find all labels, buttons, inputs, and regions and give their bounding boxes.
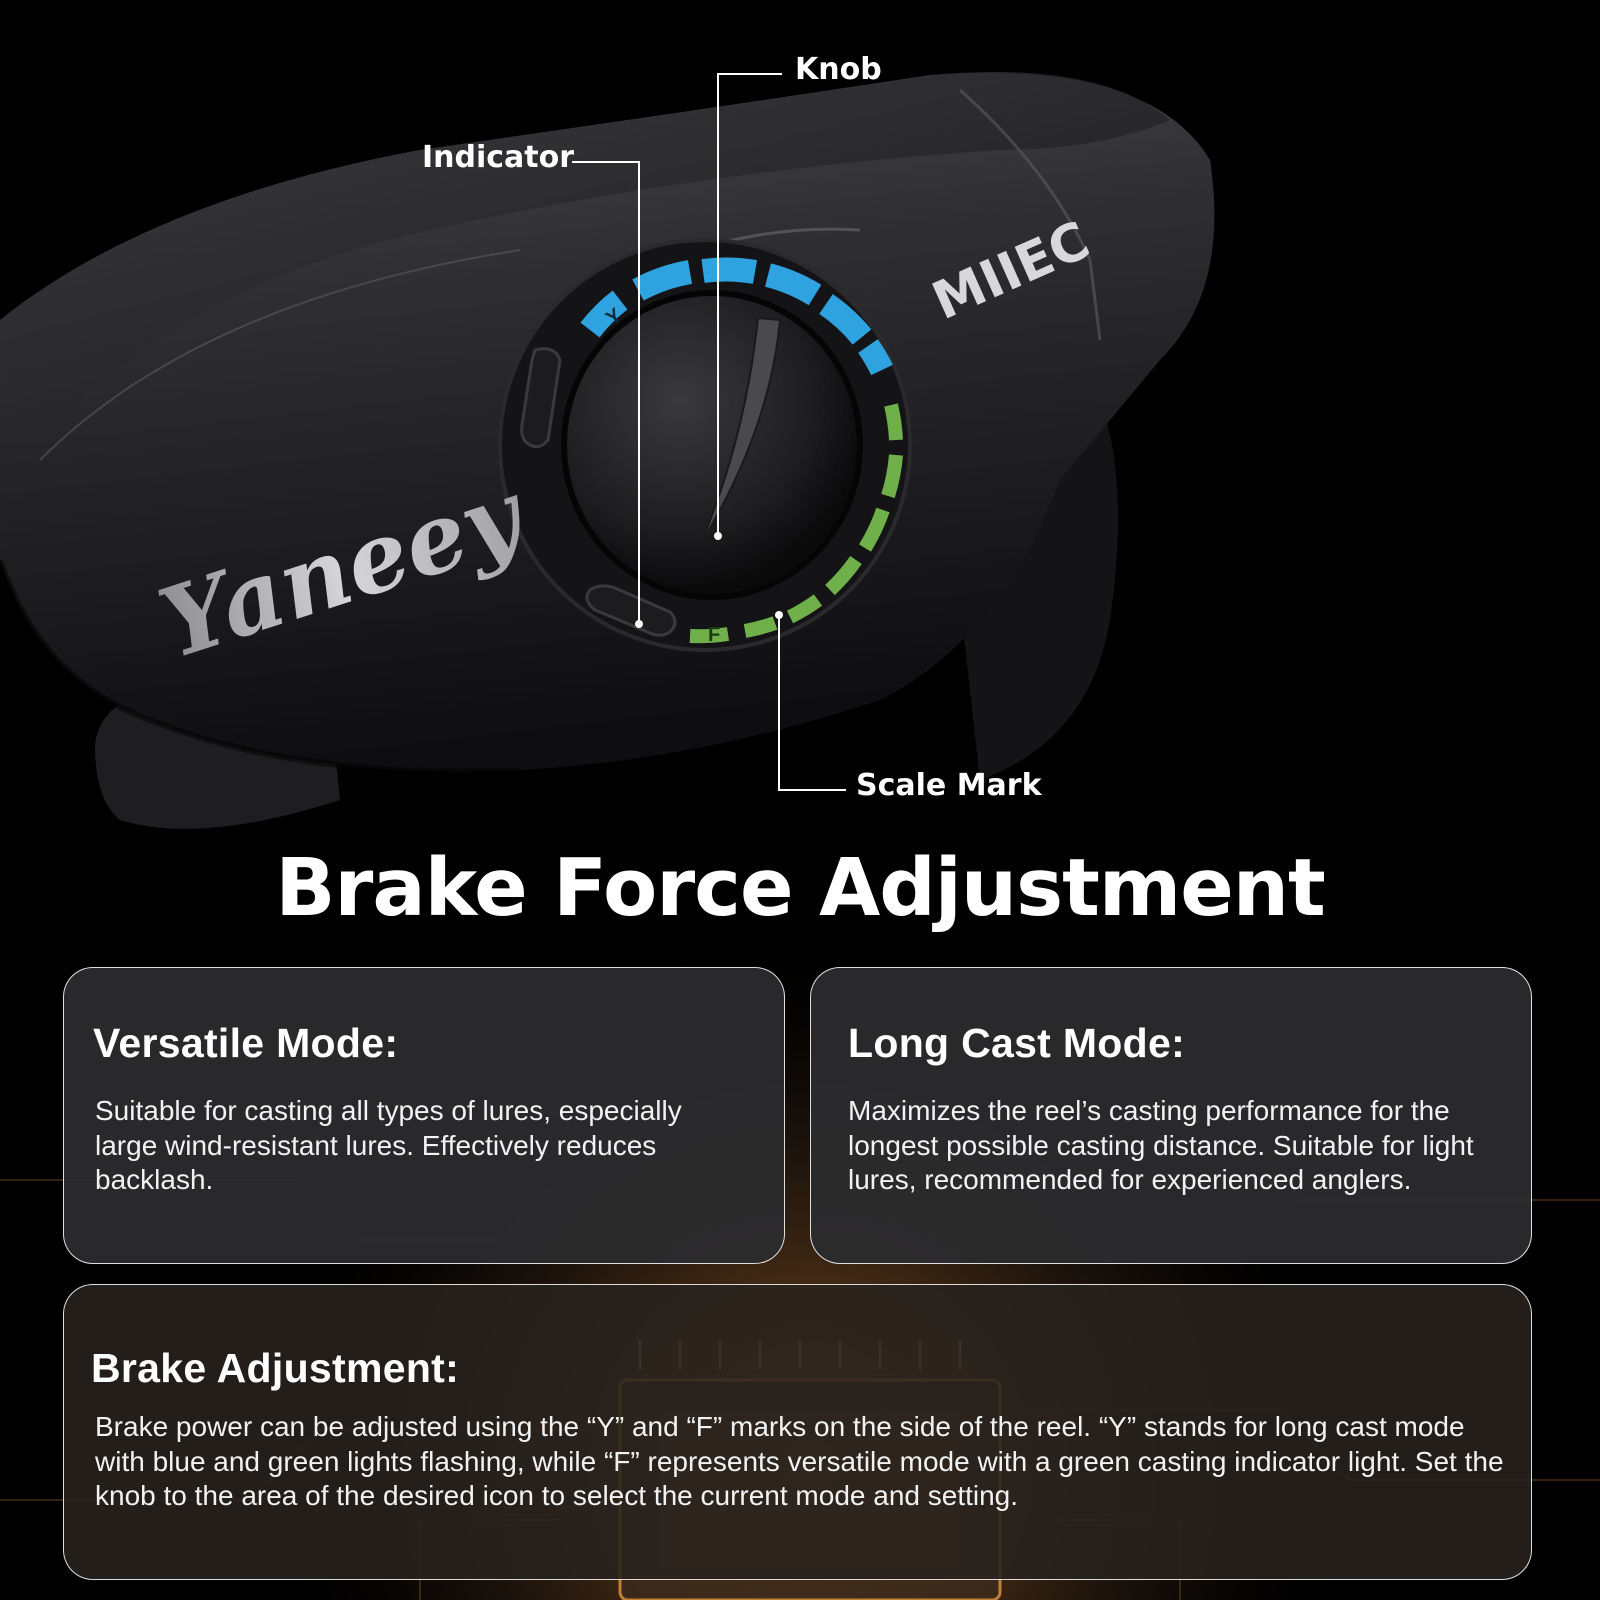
knob-callout: Knob: [795, 52, 882, 87]
indicator-leader: [572, 161, 640, 624]
scale-mark-leader-dot: [775, 611, 783, 619]
brake-dial: Y F: [498, 238, 912, 652]
scale-mark-callout: Scale Mark: [856, 768, 1042, 803]
versatile-mode-text: Suitable for casting all types of lures,…: [95, 1095, 682, 1195]
indicator-callout: Indicator: [422, 140, 575, 175]
scale-mark-blue: [580, 257, 893, 376]
callout-lines: [572, 73, 846, 791]
long-cast-mode-title: Long Cast Mode:: [848, 1020, 1186, 1066]
scale-mark-green: [689, 403, 903, 644]
brake-adjustment-title: Brake Adjustment:: [91, 1345, 460, 1391]
brake-adjustment-card: Brake Adjustment: Brake power can be adj…: [63, 1284, 1532, 1580]
indicator-light: [585, 584, 677, 637]
dial-mark-f: F: [708, 624, 720, 646]
knob-leader-dot: [714, 532, 722, 540]
long-cast-mode-text: Maximizes the reel’s casting performance…: [848, 1095, 1474, 1195]
brake-adjustment-text: Brake power can be adjusted using the “Y…: [95, 1411, 1504, 1511]
versatile-mode-title: Versatile Mode:: [93, 1020, 399, 1066]
knob-leader: [717, 73, 782, 536]
knob-grip: [699, 316, 782, 546]
long-cast-mode-card: Long Cast Mode: Maximizes the reel’s cas…: [810, 967, 1532, 1264]
versatile-mode-card: Versatile Mode: Suitable for casting all…: [63, 967, 785, 1264]
scale-mark-leader: [778, 615, 846, 791]
page-title: Brake Force Adjustment: [275, 842, 1326, 934]
indicator-leader-dot: [635, 620, 643, 628]
